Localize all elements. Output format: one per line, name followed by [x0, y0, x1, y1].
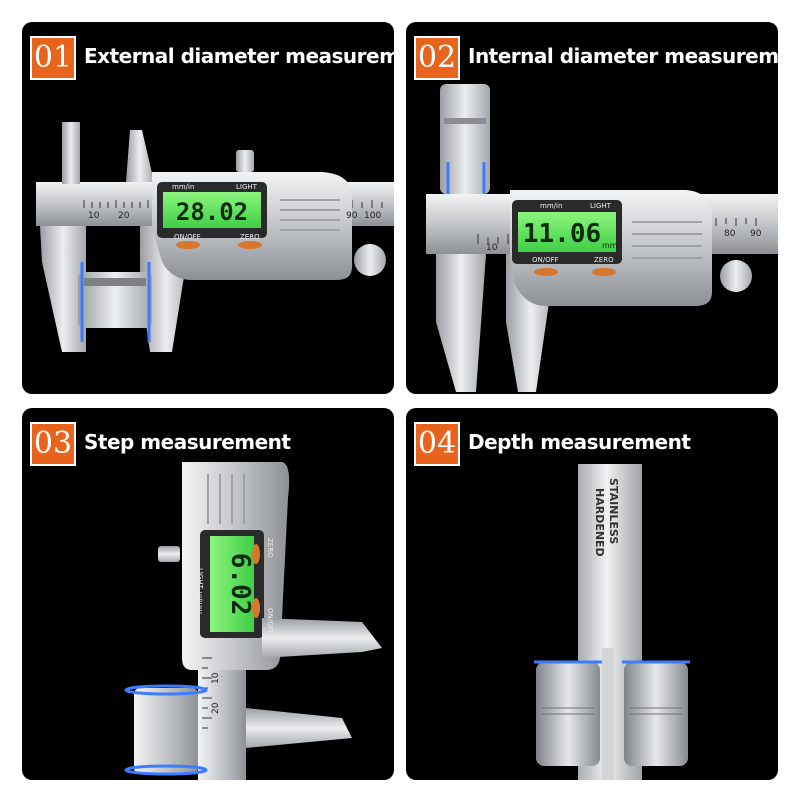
display-overlay: 28.02 mm/in LIGHT ON/OFF ZERO 10 20 90 1…: [88, 183, 381, 241]
lcd-unit: mm: [602, 241, 618, 250]
panel-title: Internal diameter measurement: [468, 44, 778, 68]
lcd-reading: 6.02: [225, 553, 255, 616]
on-off-label: ON/OFF: [532, 256, 559, 264]
display-overlay: 11.06 mm mm/in LIGHT ON/OFF ZERO 10 80 9…: [486, 202, 762, 264]
engraving-overlay: STAINLESS HARDENED: [593, 478, 620, 557]
caliper-internal-illustration: [426, 84, 778, 392]
step-number-badge: 01: [30, 36, 76, 80]
panel-title: Depth measurement: [468, 430, 691, 454]
lcd-reading: 11.06: [523, 219, 601, 249]
panel-internal-diameter: 11.06 mm mm/in LIGHT ON/OFF ZERO 10 80 9…: [406, 22, 778, 394]
on-off-label: ON/OFF: [174, 233, 201, 241]
scale-mark: 90: [750, 229, 762, 239]
lcd-reading: 28.02: [176, 198, 248, 226]
scale-mark: 90: [346, 211, 358, 221]
step-number: 03: [33, 426, 73, 461]
engraving-text: HARDENED: [593, 488, 606, 557]
step-number: 02: [417, 40, 457, 75]
caliper-external-illustration: [36, 122, 394, 352]
unit-toggle-label: mm/in: [196, 592, 204, 614]
caliper-depth-illustration: [534, 464, 690, 780]
light-label: LIGHT: [590, 202, 612, 210]
panel-external-diameter: 28.02 mm/in LIGHT ON/OFF ZERO 10 20 90 1…: [22, 22, 394, 394]
caliper-step-illustration: [124, 462, 382, 780]
light-label: LIGHT: [236, 183, 258, 191]
panel-depth: STAINLESS HARDENED 04 Depth measurement: [406, 408, 778, 780]
light-label: LIGHT: [196, 568, 204, 590]
scale-mark: 80: [724, 229, 736, 239]
scale-mark: 10: [88, 211, 100, 221]
step-number-badge: 04: [414, 422, 460, 466]
scale-mark: 20: [118, 211, 130, 221]
scale-mark: 100: [364, 211, 381, 221]
on-off-label: ON/OFF: [266, 608, 274, 635]
panel-title: Step measurement: [84, 430, 291, 454]
step-number: 01: [33, 40, 73, 75]
unit-toggle-label: mm/in: [172, 183, 194, 191]
panel-title: External diameter measurement: [84, 44, 394, 68]
zero-label: ZERO: [266, 538, 274, 558]
step-number-badge: 02: [414, 36, 460, 80]
unit-toggle-label: mm/in: [540, 202, 562, 210]
scale-mark: 10: [211, 672, 221, 684]
panel-step: 6.02 mm/in LIGHT ON/OFF ZERO 10 20 03 St…: [22, 408, 394, 780]
scale-mark: 20: [211, 702, 221, 714]
zero-label: ZERO: [240, 233, 260, 241]
step-number-badge: 03: [30, 422, 76, 466]
scale-mark: 10: [486, 243, 498, 253]
zero-label: ZERO: [594, 256, 614, 264]
step-number: 04: [417, 426, 457, 461]
engraving-text: STAINLESS: [607, 478, 620, 544]
display-overlay: 6.02 mm/in LIGHT ON/OFF ZERO 10 20: [196, 538, 274, 714]
